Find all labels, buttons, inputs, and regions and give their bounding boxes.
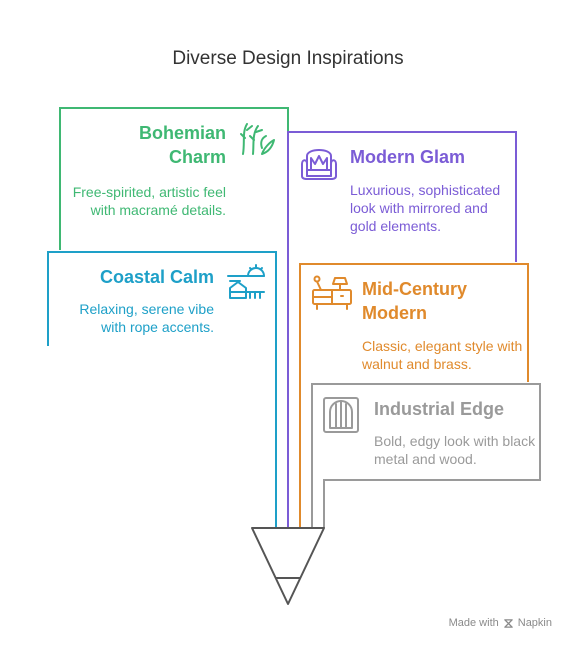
card-title-bohemian: Bohemian Charm [138,123,226,167]
card-desc-midcentury: Classic, elegant style with walnut and b… [362,338,523,372]
funnel-icon [251,527,325,605]
industrial-frame [311,383,541,528]
industrial-door-icon [323,397,359,433]
diagram-title: Diverse Design Inspirations [172,48,404,69]
glam-frame [287,131,517,528]
midcentury-frame [299,263,529,528]
sideboard-icon [312,275,352,310]
card-desc-industrial: Bold, edgy look with black metal and woo… [374,433,536,467]
armchair-icon [301,149,337,180]
credit-label: Made with [448,617,499,629]
coastal-frame [47,251,277,528]
card-desc-coastal: Relaxing, serene vibe with rope accents. [79,301,214,335]
napkin-credit: Made with Napkin [449,617,552,629]
card-desc-glam: Luxurious, sophisticated look with mirro… [350,182,501,234]
card-title-coastal: Coastal Calm [99,267,214,287]
plant-icon [240,123,275,155]
card-title-glam: Modern Glam [350,147,466,167]
beach-house-icon [227,264,265,299]
card-title-midcentury: Mid-Century Modern [362,279,467,323]
credit-brand: Napkin [517,617,552,629]
card-desc-bohemian: Free-spirited, artistic feel with macram… [72,184,226,218]
napkin-logo-icon [503,618,513,628]
card-title-industrial: Industrial Edge [374,399,505,419]
